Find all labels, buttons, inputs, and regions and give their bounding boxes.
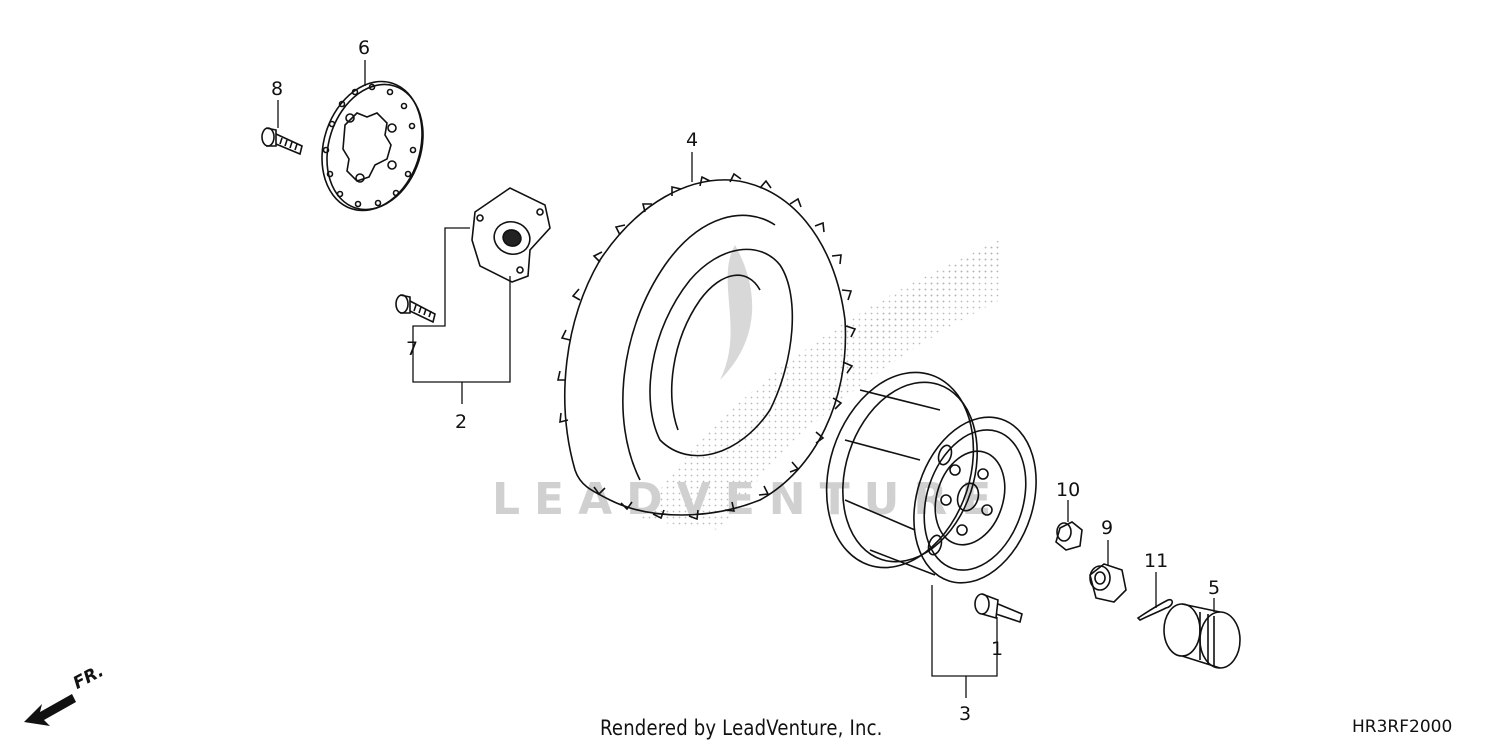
leader-lines [277,60,1215,698]
cap-nut[interactable] [1055,521,1083,551]
callout-1[interactable]: 1 [991,638,1003,660]
castle-nut[interactable] [1089,563,1127,603]
callout-11[interactable]: 11 [1144,550,1168,572]
tire[interactable] [557,172,857,521]
callout-7[interactable]: 7 [406,338,418,360]
cotter-pin[interactable] [1136,598,1174,621]
callout-8[interactable]: 8 [271,78,283,100]
callout-9[interactable]: 9 [1101,517,1113,539]
callout-2[interactable]: 2 [455,411,467,433]
callout-6[interactable]: 6 [358,37,370,59]
hub-collar[interactable] [1163,603,1241,669]
hub-bolt[interactable] [395,294,436,324]
callout-5[interactable]: 5 [1208,577,1220,599]
callout-labels: 1 2 3 4 5 6 7 8 9 10 11 [271,37,1220,725]
render-credit: Rendered by LeadVenture, Inc. [600,716,883,740]
watermark-text: LEADVENTURE [492,474,1005,525]
disc-bolt[interactable] [261,127,303,156]
callout-3[interactable]: 3 [959,703,971,725]
brake-disc[interactable] [306,68,439,223]
tire-valve[interactable] [974,593,1023,624]
front-direction-arrow-icon [24,694,76,726]
wheel-rim[interactable] [803,353,1057,598]
diagram-code: HR3RF2000 [1352,717,1453,737]
watermark-logo: LEADVENTURE [492,240,1005,530]
callout-10[interactable]: 10 [1056,479,1080,501]
callout-4[interactable]: 4 [686,129,698,151]
wheel-hub[interactable] [471,187,551,283]
